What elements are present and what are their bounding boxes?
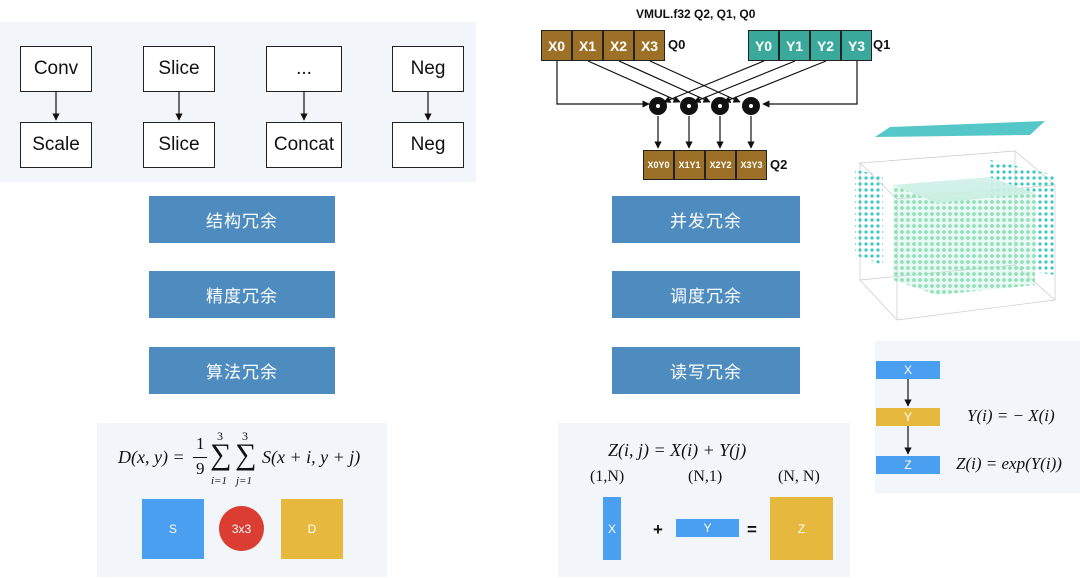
- q0-cell-x3: X3: [634, 30, 665, 61]
- graph-node-neg-top: Neg: [392, 46, 464, 92]
- source-matrix-s: S: [142, 499, 204, 559]
- concurrency-redundancy-label: 并发冗余: [612, 196, 800, 243]
- graph-node-ellipsis: ...: [266, 46, 342, 92]
- q2-cell-x3y3: X3Y3: [736, 150, 767, 180]
- precision-redundancy-label: 精度冗余: [149, 271, 335, 318]
- conv-formula-lhs: D(x, y) =: [118, 447, 185, 467]
- q1-cell-y0: Y0: [748, 30, 779, 61]
- graph-node-conv: Conv: [20, 46, 92, 92]
- cube-side-face: [937, 193, 1035, 295]
- conv-sum2-top: 3: [242, 429, 248, 443]
- conv-sum1-bottom: i=1: [211, 475, 227, 487]
- conv-sum1-sign: ∑: [210, 438, 232, 471]
- conv-frac-num: 1: [196, 434, 205, 453]
- q2-register-label: Q2: [770, 157, 788, 172]
- q1-cell-y1: Y1: [779, 30, 810, 61]
- conv-sum2-sign: ∑: [235, 438, 257, 471]
- conv-frac-bar: [193, 457, 207, 458]
- fusion-node-y: Y: [876, 408, 940, 426]
- fusion-eq-neg: Y(i) = − X(i): [967, 406, 1055, 425]
- algorithm-redundancy-label: 算法冗余: [149, 347, 335, 394]
- graph-node-scale: Scale: [20, 122, 92, 168]
- fusion-eq-exp: Z(i) = exp(Y(i)): [956, 454, 1062, 473]
- shape-z: (N, N): [778, 468, 820, 485]
- cube-front-face: [893, 185, 937, 295]
- q1-cell-y2: Y2: [810, 30, 841, 61]
- q2-cell-x0y0: X0Y0: [643, 150, 674, 180]
- broadcast-formula: Z(i, j) = X(i) + Y(j): [608, 440, 747, 460]
- dest-matrix-d: D: [281, 499, 343, 559]
- vector-y-row: Y: [676, 519, 739, 537]
- readwrite-redundancy-label: 读写冗余: [612, 347, 800, 394]
- graph-node-neg-bottom: Neg: [392, 122, 464, 168]
- graph-node-slice-top: Slice: [143, 46, 215, 92]
- conv-sum1-top: 3: [217, 429, 223, 443]
- structural-redundancy-label: 结构冗余: [149, 196, 335, 243]
- simd-instruction: VMUL.f32 Q2, Q1, Q0: [636, 7, 756, 21]
- conv-sum2-bottom: j=1: [236, 475, 252, 487]
- q1-cell-y3: Y3: [841, 30, 872, 61]
- cube-top-face: [893, 177, 1035, 203]
- q0-cell-x1: X1: [572, 30, 603, 61]
- shape-y: (N,1): [688, 468, 723, 485]
- multiply-nodes: [649, 97, 760, 115]
- graph-node-slice-bottom: Slice: [143, 122, 215, 168]
- top-plane: [875, 121, 1045, 137]
- conv-frac-den: 9: [196, 459, 205, 478]
- q2-cell-x1y1: X1Y1: [674, 150, 705, 180]
- q1-register-label: Q1: [873, 37, 891, 52]
- shape-x: (1,N): [590, 468, 625, 485]
- q2-cell-x2y2: X2Y2: [705, 150, 736, 180]
- q0-register-label: Q0: [668, 37, 686, 52]
- matrix-z: Z: [770, 497, 833, 560]
- tensor-3d-grid-illustration: [855, 121, 1056, 321]
- fusion-node-x: X: [876, 361, 940, 379]
- plus-operator: +: [653, 520, 663, 539]
- q0-cell-x2: X2: [603, 30, 634, 61]
- left-plane: [855, 170, 883, 265]
- equals-operator: =: [747, 520, 757, 539]
- kernel-3x3-circle: 3x3: [219, 506, 264, 551]
- vector-x-column: X: [603, 497, 621, 560]
- fusion-node-z: Z: [876, 456, 940, 474]
- conv-formula-rhs: S(x + i, y + j): [262, 447, 361, 467]
- scheduling-redundancy-label: 调度冗余: [612, 271, 800, 318]
- q0-cell-x0: X0: [541, 30, 572, 61]
- graph-node-concat: Concat: [266, 122, 342, 168]
